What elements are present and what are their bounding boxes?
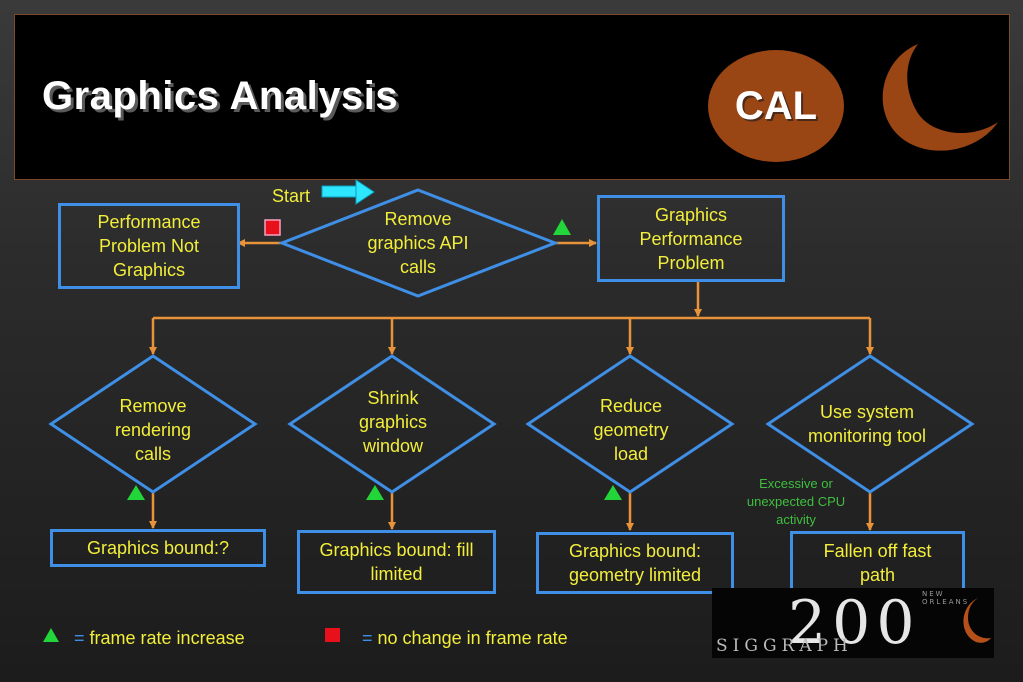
legend-increase: = frame rate increase [74, 628, 245, 649]
legend-nochange-icon [325, 628, 340, 642]
box-bound-geometry: Graphics bound: geometry limited [536, 532, 734, 594]
increase-marker-icon [366, 485, 384, 500]
legend-increase-equals: = [74, 628, 85, 648]
siggraph-logo: 200 SIGGRAPH NEW ORLEANS [712, 588, 994, 658]
cpu-activity-note: Excessive or unexpected CPU activity [746, 476, 846, 527]
start-arrow-icon [321, 179, 375, 205]
box-bound-unknown: Graphics bound:? [50, 529, 266, 567]
remove-api-label: Remove graphics API calls [367, 209, 469, 277]
increase-marker-icon [553, 219, 571, 235]
box-fast-path: Fallen off fast path [790, 531, 965, 594]
box-not-graphics: Performance Problem Not Graphics [58, 203, 240, 289]
system-tool-label: Use system monitoring tool [807, 402, 927, 446]
legend-nochange-text: no change in frame rate [377, 628, 568, 648]
diamond-system-tool [765, 354, 975, 494]
cal-logo-text: CAL [734, 83, 818, 128]
slide-title: Graphics Analysis [42, 74, 399, 118]
legend-increase-icon [43, 628, 59, 642]
cal-logo: CAL [708, 50, 844, 162]
start-label: Start [272, 186, 311, 206]
slide-header [14, 14, 1010, 180]
crescent-moon-icon [882, 44, 998, 151]
reduce-geometry-label: Reduce geometry load [593, 396, 669, 464]
box-bound-fill: Graphics bound: fill limited [297, 530, 496, 594]
diamond-remove-api [277, 188, 560, 298]
remove-rendering-label: Remove rendering calls [114, 396, 192, 464]
siggraph-year: 200 [788, 588, 921, 658]
shrink-window-label: Shrink graphics window [358, 388, 428, 456]
box-graphics-problem: Graphics Performance Problem [597, 195, 785, 282]
legend-increase-text: frame rate increase [89, 628, 245, 648]
legend-nochange: = no change in frame rate [362, 628, 568, 649]
siggraph-crescent-icon [963, 598, 991, 643]
nochange-marker-icon [264, 219, 281, 236]
siggraph-wordmark: SIGGRAPH [716, 636, 853, 656]
diamond-shrink-window [287, 354, 497, 494]
siggraph-location: NEW ORLEANS [922, 590, 970, 606]
legend-nochange-equals: = [362, 628, 373, 648]
increase-marker-icon [127, 485, 145, 500]
diamond-reduce-geometry [525, 354, 735, 494]
diamond-remove-rendering [48, 354, 258, 494]
increase-marker-icon [604, 485, 622, 500]
